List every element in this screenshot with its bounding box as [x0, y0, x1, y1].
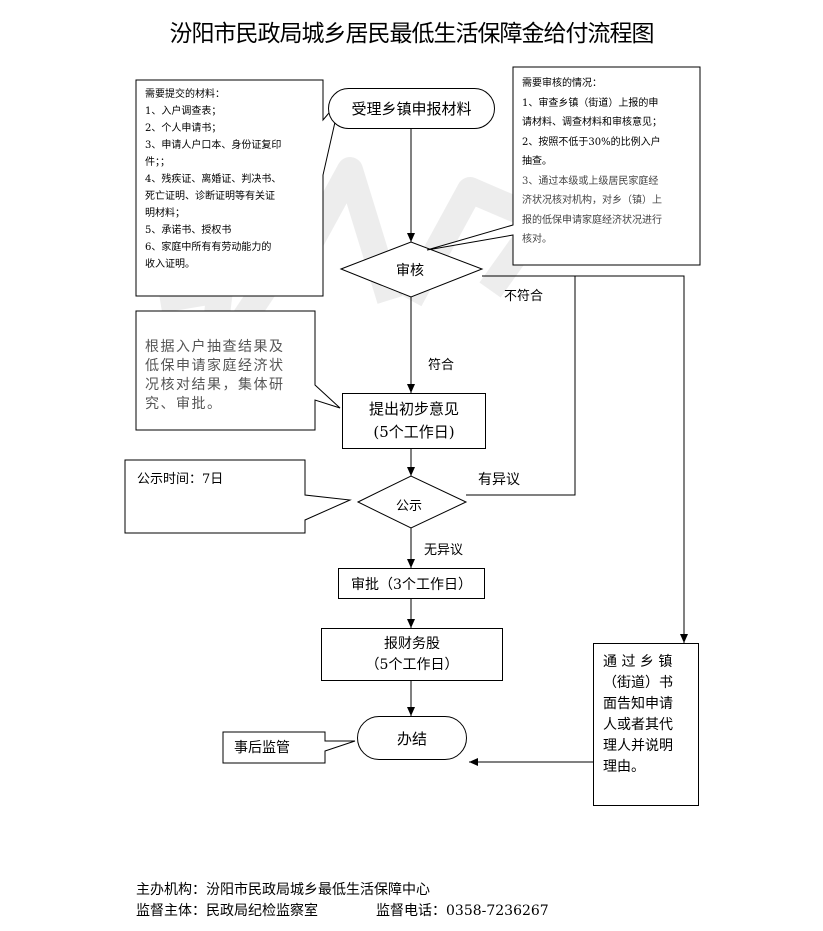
footer-host: 主办机构：汾阳市民政局城乡最低生活保障中心: [136, 882, 430, 898]
supervision-callout: [222, 731, 356, 764]
materials-line: 6、家庭中所有有劳动能力的: [145, 242, 272, 253]
page-title: 汾阳市民政局城乡居民最低生活保障金给付流程图: [169, 21, 655, 47]
decision-note-line: 低保申请家庭经济状: [145, 358, 285, 374]
materials-line: 需要提交的材料：: [145, 89, 225, 100]
notify-line: 理由。: [603, 759, 645, 775]
materials-line: 死亡证明、诊断证明等有关证: [145, 191, 275, 202]
review-note-line: 3、通过本级或上级居民家庭经: [522, 175, 659, 187]
materials-line: 1、入户调查表；: [145, 106, 222, 117]
no-objection-label: 无异议: [424, 543, 464, 558]
step-opinion-duration: (5个工作日): [373, 423, 455, 441]
notify-line: 人或者其代: [603, 717, 673, 733]
step-accept-label: 受理乡镇申报材料: [351, 100, 472, 118]
review-callout: [426, 66, 701, 266]
review-note-line: 需要审核的情况：: [522, 78, 602, 89]
decision-note-line: 况核对结果，集体研: [145, 377, 285, 393]
review-note: 需要审核的情况： 1、审查乡镇（街道）上报的申 请材料、调查材料和审核意见； 2…: [522, 74, 662, 250]
materials-line: 4、残疾证、离婚证、判决书、: [145, 174, 282, 185]
conform-label: 符合: [428, 358, 455, 373]
step-approve: 审批（3个工作日）: [338, 568, 485, 599]
review-label: 审核: [396, 263, 424, 279]
step-finance-label: 报财务股: [384, 635, 440, 652]
publicity-label: 公示: [396, 499, 423, 514]
materials-line: 收入证明。: [145, 259, 195, 270]
publicity-diamond: [356, 475, 468, 529]
review-note-line: 2、按照不低于30%的比例入户: [522, 136, 661, 148]
review-diamond: [339, 241, 484, 298]
step-accept: 受理乡镇申报材料: [328, 88, 495, 129]
decision-callout: [135, 310, 341, 431]
not-conform-label: 不符合: [504, 289, 544, 304]
decision-note-line: 根据入户抽查结果及: [145, 339, 285, 355]
notify-line: 通 过 乡 镇: [603, 654, 673, 670]
footer-phone: 监督电话：0358-7236267: [376, 903, 549, 919]
step-finish: 办结: [357, 716, 467, 760]
materials-line: 2、个人申请书；: [145, 123, 222, 134]
materials-line: 3、申请人户口本、身份证复印: [145, 140, 282, 151]
step-opinion-label: 提出初步意见: [368, 400, 459, 418]
notify-line: 面告知申请: [603, 696, 673, 712]
step-finish-label: 办结: [396, 729, 427, 748]
materials-line: 5、承诺书、授权书: [145, 225, 232, 236]
objection-label: 有异议: [478, 472, 520, 488]
notify-line: （街道）书: [603, 675, 673, 691]
materials-callout: [135, 79, 341, 297]
materials-line: 件；；: [145, 157, 170, 168]
review-note-line: 1、审查乡镇（街道）上报的申: [522, 97, 659, 109]
notify-box: 通 过 乡 镇 （街道）书 面告知申请 人或者其代 理人并说明 理由。: [593, 643, 699, 806]
decision-note-line: 究、审批。: [145, 396, 223, 412]
footer-supervisor: 监督主体：民政局纪检监察室: [136, 903, 318, 919]
materials-note: 需要提交的材料： 1、入户调查表； 2、个人申请书； 3、申请人户口本、身份证复…: [145, 86, 281, 273]
publicity-note: 公示时间：7日: [137, 472, 224, 487]
review-note-line: 济状况核对机构，对乡（镇）上: [522, 195, 662, 206]
decision-note: 根据入户抽查结果及 低保申请家庭经济状 况核对结果，集体研 究、审批。: [145, 338, 285, 414]
step-opinion: 提出初步意见 (5个工作日): [342, 393, 486, 449]
review-note-line: 报的低保申请家庭经济状况进行: [522, 214, 662, 226]
arrow-not-conform: [482, 275, 688, 643]
review-note-line: 请材料、调查材料和审核意见；: [522, 117, 662, 128]
step-finance-duration: （5个工作日）: [365, 656, 459, 673]
step-finance: 报财务股 （5个工作日）: [321, 628, 503, 681]
review-note-line: 抽查。: [522, 156, 552, 167]
notify-line: 理人并说明: [603, 738, 673, 754]
line-objection: [466, 276, 576, 496]
step-approve-label: 审批（3个工作日）: [351, 576, 472, 593]
materials-line: 明材料；: [145, 208, 185, 219]
supervision-note: 事后监管: [234, 740, 290, 756]
publicity-callout: [124, 459, 352, 534]
review-note-line: 核对。: [522, 234, 552, 245]
